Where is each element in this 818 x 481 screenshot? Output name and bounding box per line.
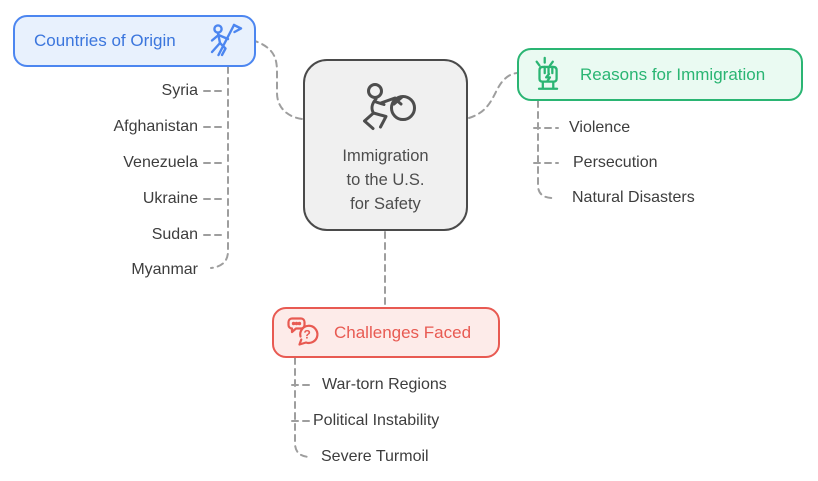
countries-trunk-line [210, 66, 229, 269]
person-with-flag-icon [204, 21, 244, 61]
branch-reasons-label: Reasons for Immigration [580, 64, 766, 84]
center-node[interactable]: Immigration to the U.S. for Safety [303, 59, 468, 231]
reasons-trunk-line [537, 100, 554, 199]
raised-fist-icon [530, 56, 568, 94]
connector-center-to-countries [251, 39, 303, 120]
branch-countries-label: Countries of Origin [34, 31, 176, 50]
challenges-trunk-line [294, 357, 312, 458]
branch-challenges-label: Challenges Faced [334, 322, 472, 342]
refugee-running-with-sack-icon [348, 82, 424, 142]
leaf-country[interactable]: Venezuela [123, 154, 198, 171]
svg-text:?: ? [304, 327, 311, 341]
leaf-country[interactable]: Myanmar [131, 261, 198, 278]
branch-countries-of-origin[interactable]: Countries of Origin [13, 15, 256, 67]
branch-reasons-for-immigration[interactable]: Reasons for Immigration [517, 48, 803, 101]
branch-challenges-faced[interactable]: ? Challenges Faced [272, 307, 500, 358]
leaf-reason[interactable]: Violence [569, 119, 631, 136]
leaf-country[interactable]: Syria [161, 82, 198, 99]
leaf-challenge[interactable]: Political Instability [313, 412, 440, 429]
chat-question-icon: ? [284, 313, 324, 353]
leaf-challenge[interactable]: Severe Turmoil [321, 448, 429, 465]
leaf-challenge[interactable]: War-torn Regions [322, 376, 447, 393]
leaf-reason[interactable]: Natural Disasters [572, 189, 695, 206]
leaf-country[interactable]: Afghanistan [113, 118, 198, 135]
connector-center-to-reasons [468, 72, 518, 119]
leaf-reason[interactable]: Persecution [573, 154, 658, 171]
leaf-country[interactable]: Ukraine [142, 190, 198, 207]
leaf-country[interactable]: Sudan [151, 226, 198, 243]
center-node-label: Immigration to the U.S. for Safety [342, 147, 429, 213]
